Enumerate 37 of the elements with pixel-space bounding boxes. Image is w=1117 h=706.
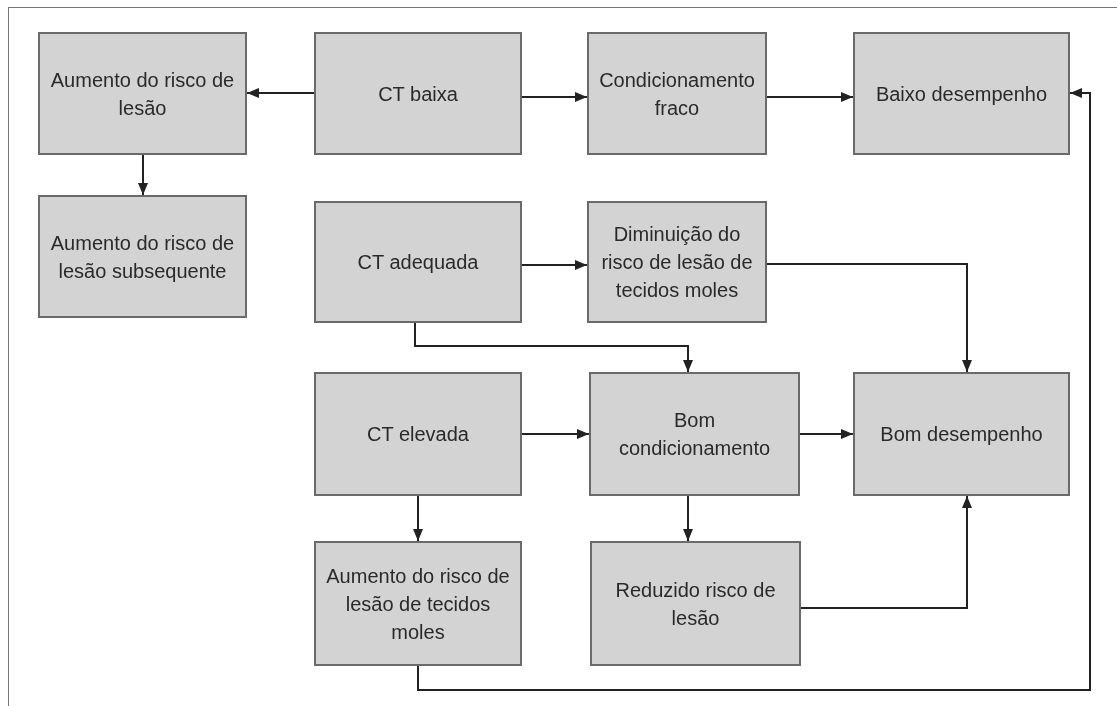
box-label: Reduzido risco de lesão — [614, 577, 777, 631]
arrow — [766, 263, 972, 373]
process-box — [314, 32, 522, 155]
process-box — [853, 32, 1070, 155]
arrow — [766, 92, 854, 102]
process-box — [314, 541, 522, 666]
box-label: Aumento do risco de lesão subsequente — [49, 230, 236, 284]
process-box — [589, 372, 800, 496]
process-box — [314, 372, 522, 496]
box-label: Baixo desempenho — [875, 81, 1048, 107]
process-box — [587, 32, 767, 155]
arrow — [417, 88, 1091, 691]
arrow — [683, 495, 693, 542]
box-label: CT adequada — [357, 250, 479, 275]
process-box — [587, 201, 767, 323]
process-box — [590, 541, 801, 666]
process-box — [853, 372, 1070, 496]
box-label: Bom condicionamento — [617, 408, 772, 461]
arrow — [414, 322, 693, 373]
box-label: Aumento do risco de lesão de tecidos moles — [325, 563, 511, 645]
process-box — [38, 32, 247, 155]
box-label: Diminuição do risco de lesão de tecidos moles — [600, 222, 754, 303]
arrow — [413, 495, 423, 542]
arrow — [138, 154, 148, 196]
process-box — [38, 195, 247, 318]
box-label: Condicionamento fraco — [598, 67, 756, 121]
box-label: CT elevada — [367, 422, 469, 447]
arrow — [799, 429, 854, 439]
process-box — [314, 201, 522, 323]
box-label: CT baixa — [378, 81, 458, 107]
arrow — [521, 429, 590, 439]
box-label: Aumento do risco de lesão — [49, 67, 236, 121]
arrow — [521, 260, 588, 270]
arrow — [246, 88, 315, 98]
box-label: Bom desempenho — [880, 422, 1043, 447]
arrow — [800, 495, 972, 609]
arrow — [521, 92, 588, 102]
